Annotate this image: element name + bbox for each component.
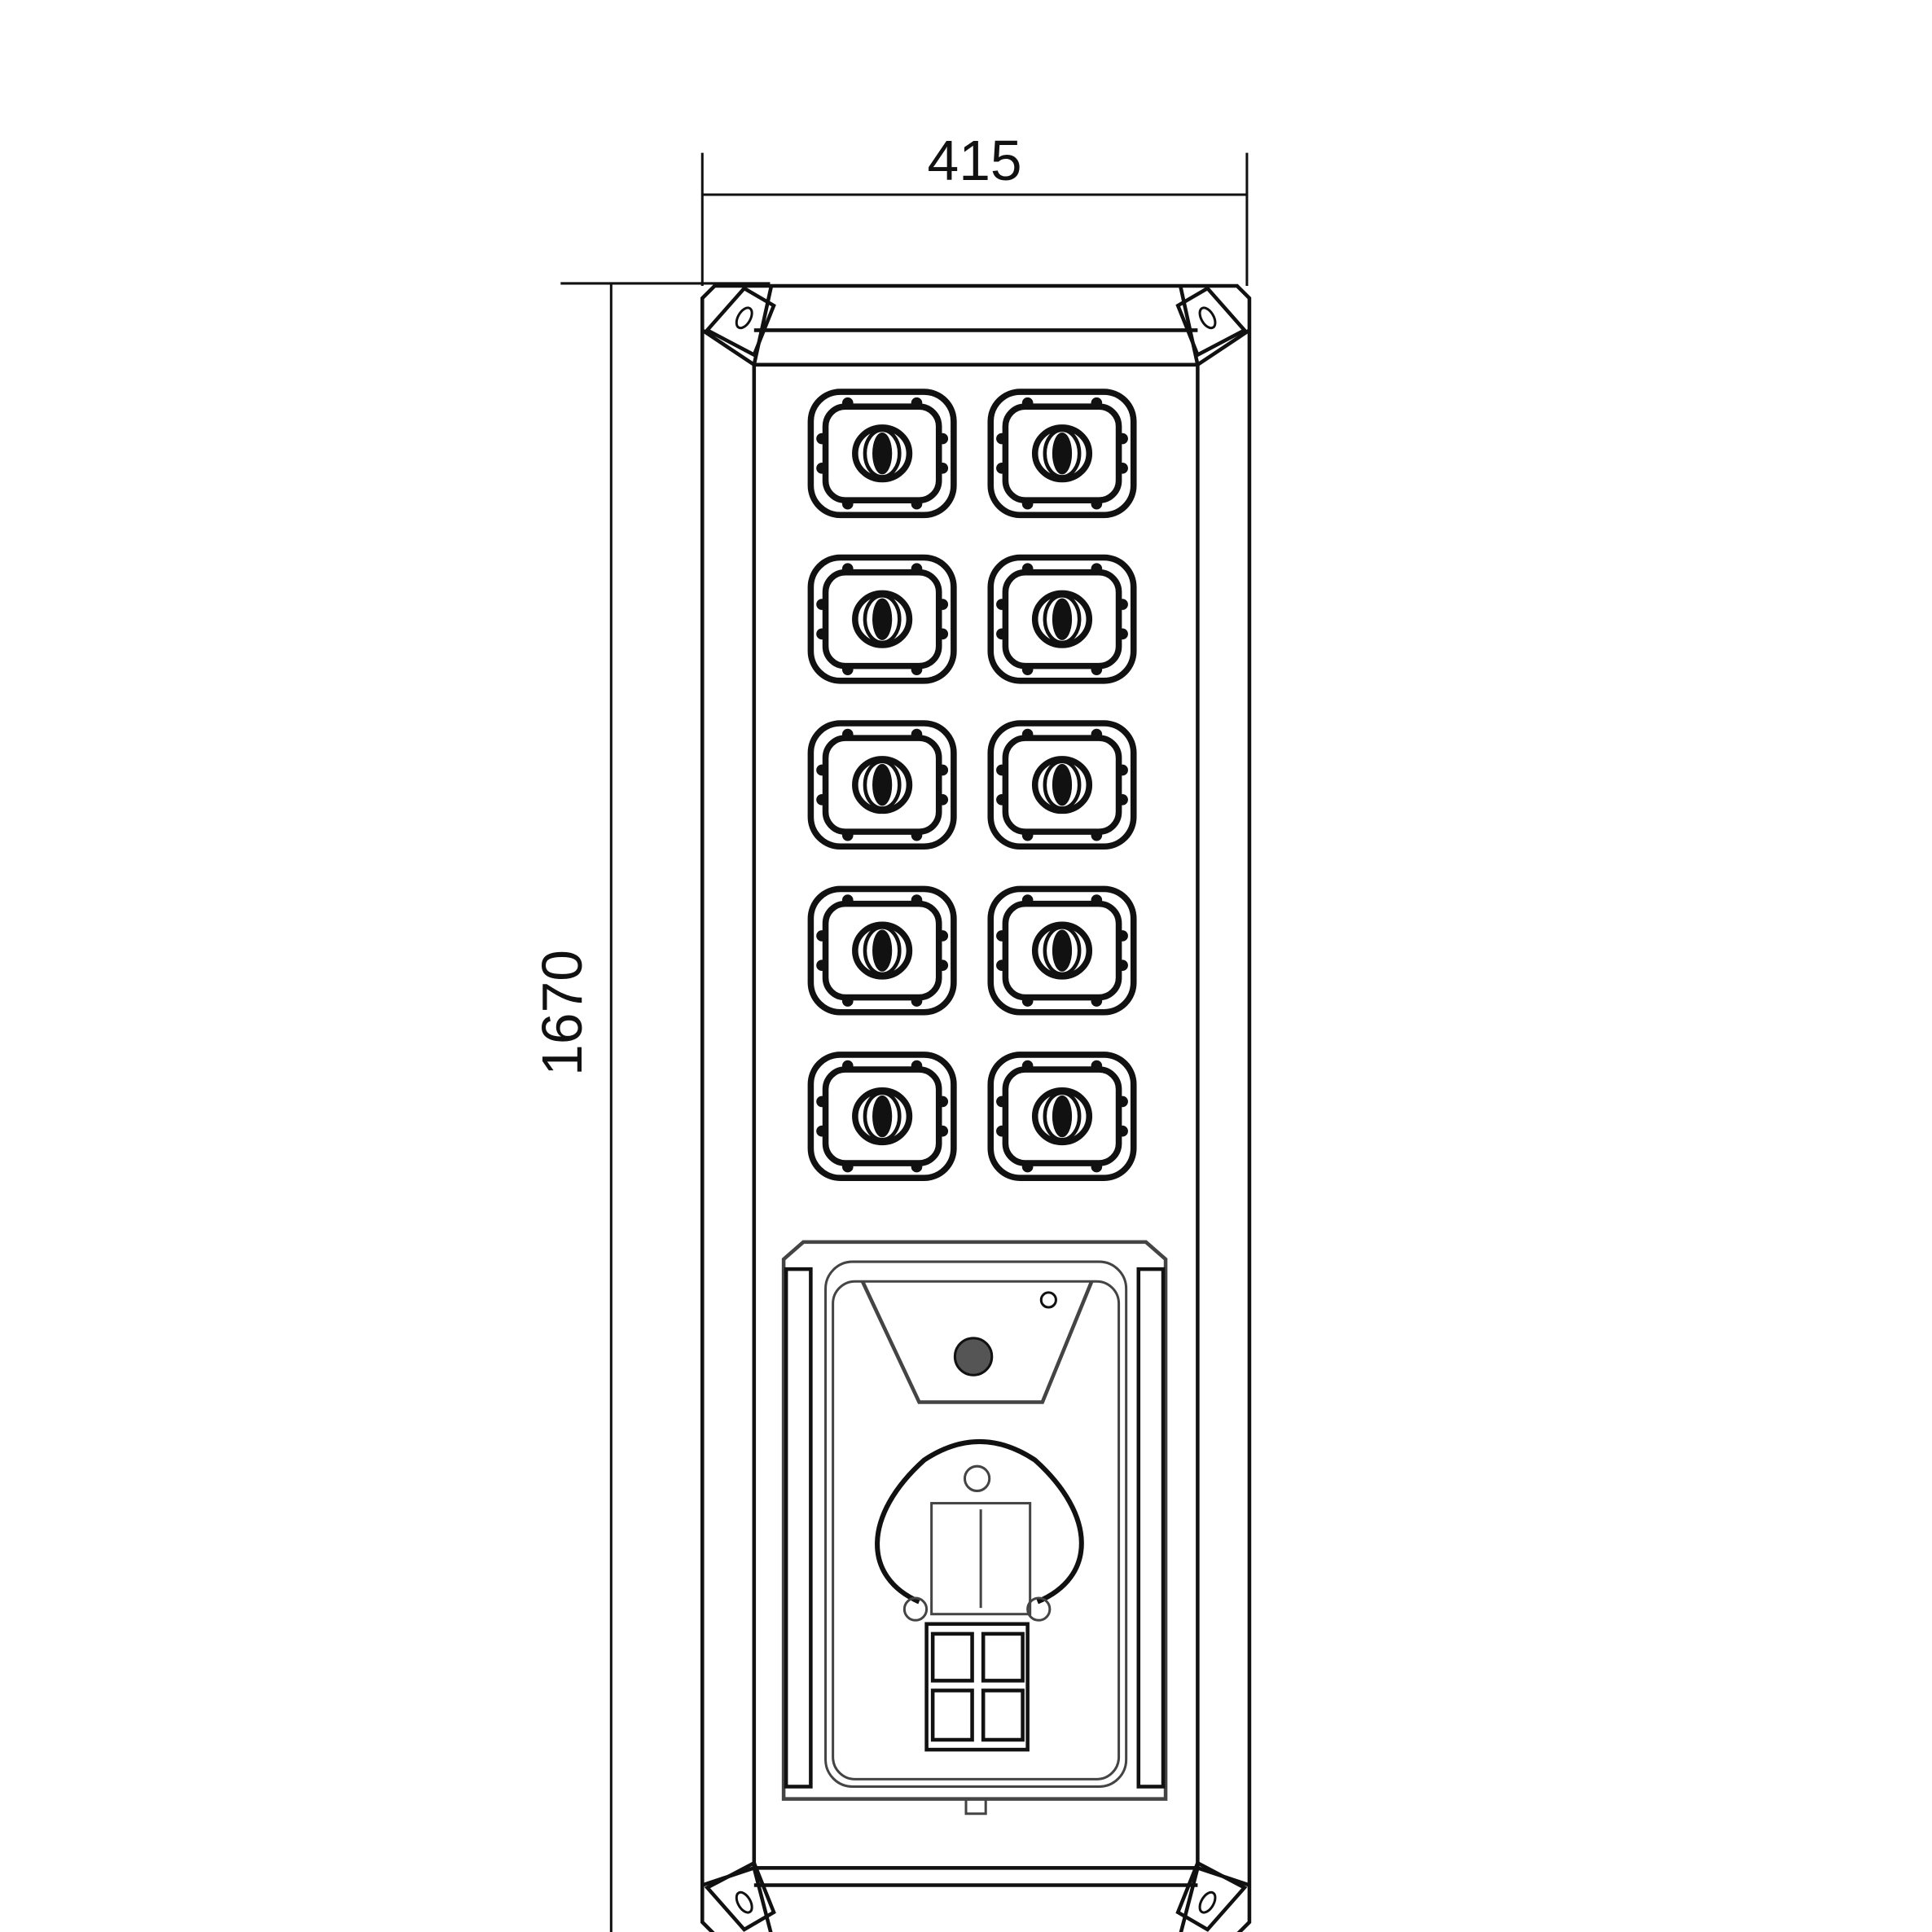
pole-bracket — [875, 1439, 1084, 1605]
led-module — [807, 389, 957, 519]
width-label: 415 — [928, 129, 1022, 192]
led-module — [987, 720, 1137, 850]
height-label: 1670 — [530, 950, 594, 1076]
corner-mount-icon — [704, 286, 1248, 1932]
control-compartment — [781, 1240, 1168, 1816]
width-dimension: 415 — [700, 129, 1249, 286]
housing — [700, 283, 1252, 1932]
led-module — [987, 885, 1137, 1016]
led-lens-icon — [852, 590, 913, 648]
led-module — [987, 389, 1137, 519]
led-module-grid — [807, 389, 1137, 1181]
height-dimension: 1670 — [530, 282, 771, 1932]
led-lens-icon — [1031, 424, 1093, 483]
light-sensor-icon — [953, 1337, 994, 1377]
led-lens-icon — [852, 756, 913, 815]
led-lens-icon — [1031, 921, 1093, 980]
led-module — [987, 554, 1137, 684]
led-module — [807, 885, 957, 1016]
led-lens-icon — [1031, 590, 1093, 648]
led-lens-icon — [852, 424, 913, 483]
led-lens-icon — [852, 921, 913, 980]
led-lens-icon — [1031, 756, 1093, 815]
led-module — [987, 1052, 1137, 1181]
led-module — [807, 1052, 957, 1181]
led-module — [807, 554, 957, 684]
led-lens-icon — [852, 1087, 913, 1146]
led-module — [807, 720, 957, 850]
led-lens-icon — [1031, 1087, 1093, 1146]
